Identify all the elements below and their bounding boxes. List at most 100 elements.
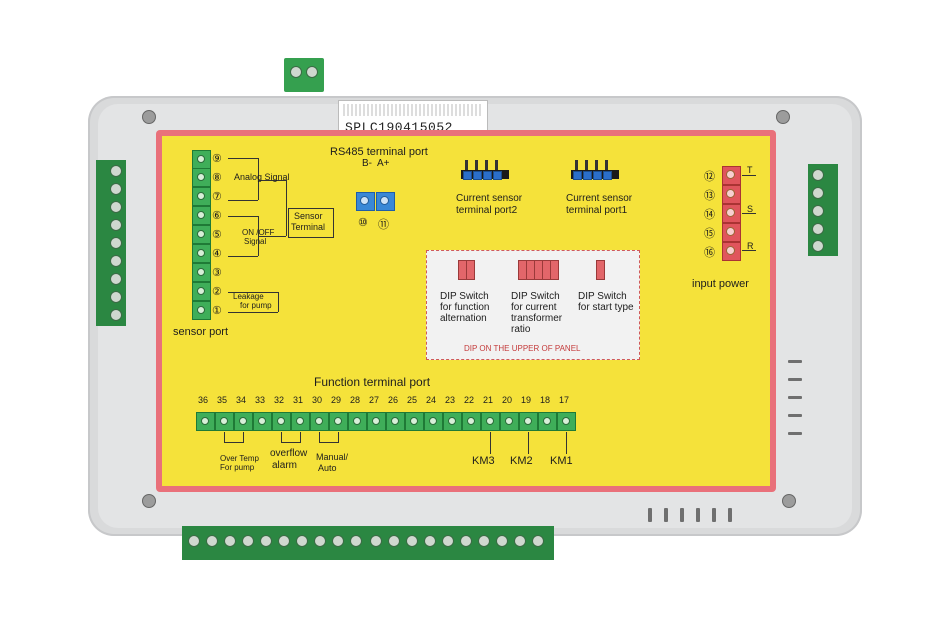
- function-terminal-numbers: 36 35 34 33 32 31 30 29 28 27 26 25 24 2…: [198, 395, 578, 409]
- rs485-number: ⑪: [378, 219, 389, 231]
- sensor-port-label: sensor port: [173, 326, 229, 338]
- case-screw: [142, 110, 156, 124]
- function-port-title: Function terminal port: [314, 375, 431, 389]
- dip2-label-4: ratio: [511, 324, 531, 335]
- phase-line: [742, 213, 756, 214]
- function-number: 33: [255, 395, 266, 405]
- bottom-terminal-screws: [186, 535, 552, 551]
- overflow-line: [281, 442, 301, 443]
- dip3-label-2: for start type: [578, 302, 634, 313]
- power-number: ⑫: [704, 171, 715, 183]
- dip-note: DIP ON THE UPPER OF PANEL: [464, 344, 581, 353]
- case-screw: [782, 494, 796, 508]
- manual-line: [319, 442, 339, 443]
- barcode: [343, 104, 481, 116]
- manual-line: [338, 432, 339, 442]
- rs485-terminal-b: [356, 192, 375, 211]
- sensor-terminal-box: [288, 208, 334, 238]
- dip1-label-3: alternation: [440, 313, 487, 324]
- overtemp-line: [243, 432, 244, 442]
- function-number: 22: [464, 395, 475, 405]
- input-power-numbers: ⑫ ⑬ ⑭ ⑮ ⑯: [704, 168, 720, 268]
- analog-bracket: [228, 158, 258, 159]
- power-number: ⑬: [704, 190, 715, 202]
- phase-s-label: S: [747, 204, 754, 214]
- over-temp-label-2: For pump: [220, 463, 255, 472]
- leakage-bracket: [228, 312, 278, 313]
- sensor-number: ③: [212, 267, 222, 279]
- analog-bracket: [228, 200, 258, 201]
- manual-line: [319, 432, 320, 442]
- overflow-line: [300, 432, 301, 442]
- function-number: 28: [350, 395, 361, 405]
- sensor-number: ①: [212, 305, 222, 317]
- function-number: 36: [198, 395, 209, 405]
- function-number: 20: [502, 395, 513, 405]
- case-screw: [776, 110, 790, 124]
- sensor-link: [286, 180, 287, 236]
- current-sensor-port1: [570, 160, 630, 190]
- function-number: 25: [407, 395, 418, 405]
- sensor-link: [258, 236, 286, 237]
- sensor-link: [258, 180, 286, 181]
- overtemp-line: [224, 432, 225, 442]
- function-terminal-row: [196, 412, 580, 432]
- over-temp-label-1: Over Temp: [220, 454, 259, 463]
- sensor-number: ⑥: [212, 210, 222, 222]
- function-number: 35: [217, 395, 228, 405]
- current-sensor-port2: [460, 160, 520, 190]
- side-vents: [786, 360, 806, 460]
- dip2-label-1: DIP Switch: [511, 291, 560, 302]
- sensor-terminal-numbers: ⑨ ⑧ ⑦ ⑥ ⑤ ④ ③ ② ①: [212, 152, 228, 322]
- bottom-vents: [644, 506, 744, 526]
- leakage-label-1: Leakage: [233, 292, 264, 301]
- case-screw: [142, 494, 156, 508]
- rs485-number: ⑩: [358, 217, 368, 229]
- function-number: 34: [236, 395, 247, 405]
- function-number: 29: [331, 395, 342, 405]
- left-terminal-screws: [110, 162, 124, 324]
- phase-t-label: T: [747, 165, 753, 175]
- phase-line: [742, 175, 756, 176]
- rs485-terminal-a: [376, 192, 395, 211]
- km1-line: [566, 432, 567, 454]
- km3-label: KM3: [472, 455, 495, 467]
- current-sensor1-label-2: terminal port1: [566, 205, 628, 216]
- function-number: 19: [521, 395, 532, 405]
- rs485-title: RS485 terminal port: [330, 146, 428, 158]
- sensor-number: ⑦: [212, 191, 222, 203]
- onoff-bracket: [228, 216, 258, 217]
- input-power-label: input power: [692, 278, 749, 290]
- function-number: 21: [483, 395, 494, 405]
- dip-switch-function: [458, 260, 482, 282]
- power-number: ⑭: [704, 209, 715, 221]
- overflow-label-2: alarm: [272, 460, 298, 471]
- sensor-number: ⑨: [212, 153, 222, 165]
- manual-label-1: Manual/: [316, 452, 349, 462]
- dip-switch-ct-ratio: [518, 260, 564, 282]
- sensor-number: ⑤: [212, 229, 222, 241]
- input-power-terminals: [722, 166, 742, 266]
- top-connector-screw: [290, 66, 302, 78]
- function-number: 30: [312, 395, 323, 405]
- sensor-number: ②: [212, 286, 222, 298]
- dip3-label-1: DIP Switch: [578, 291, 627, 302]
- function-number: 18: [540, 395, 551, 405]
- sensor-number: ④: [212, 248, 222, 260]
- overflow-line: [281, 432, 282, 442]
- leakage-bracket: [228, 292, 278, 293]
- top-connector-screw: [306, 66, 318, 78]
- function-number: 31: [293, 395, 304, 405]
- function-number: 32: [274, 395, 285, 405]
- onoff-signal-label-1: ON /OFF: [242, 228, 275, 237]
- onoff-signal-label-2: Signal: [244, 237, 267, 246]
- sensor-terminal-column: [192, 150, 232, 320]
- dip-switch-start-type: [596, 260, 608, 282]
- manual-label-2: Auto: [318, 463, 337, 473]
- km2-label: KM2: [510, 455, 533, 467]
- function-number: 27: [369, 395, 380, 405]
- km2-line: [528, 432, 529, 454]
- analog-bracket: [258, 158, 259, 200]
- function-number: 23: [445, 395, 456, 405]
- function-number: 24: [426, 395, 437, 405]
